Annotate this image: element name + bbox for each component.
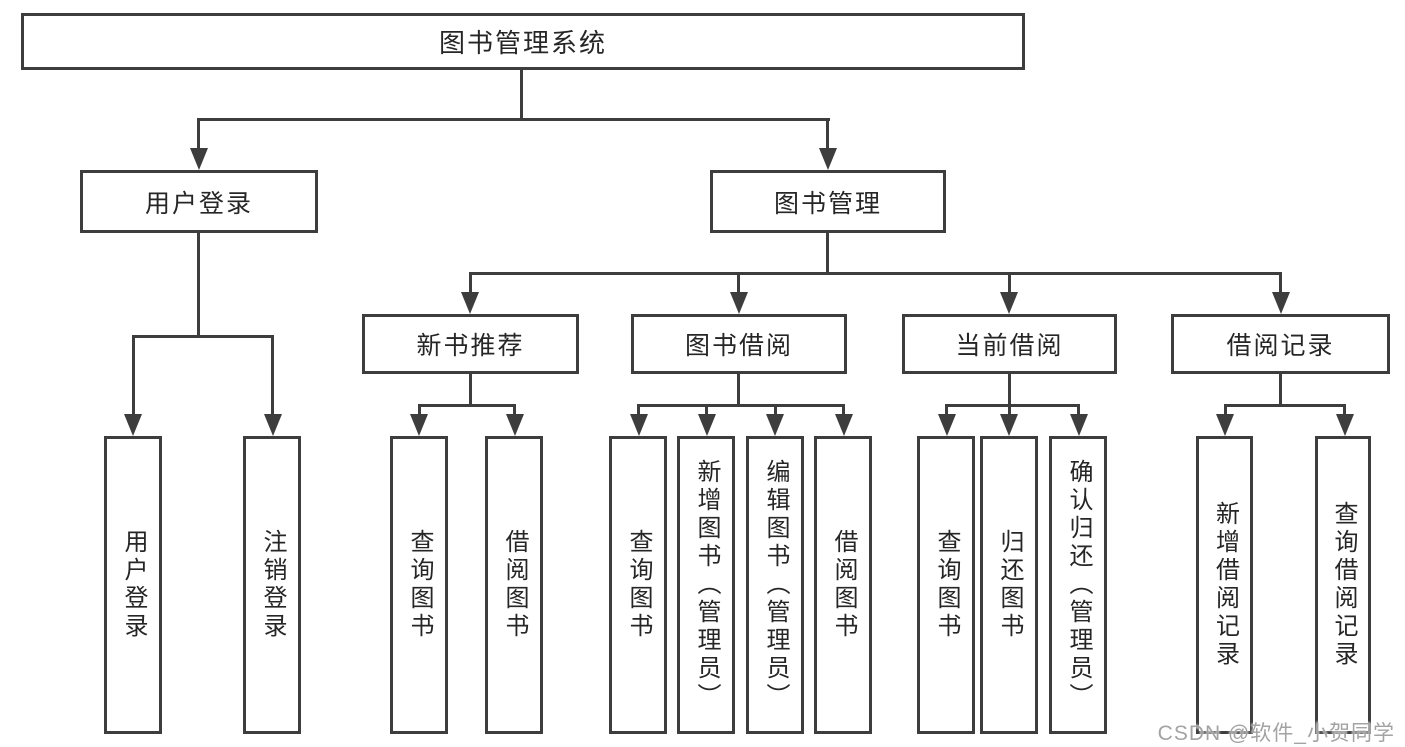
node-book-management-label: 图书管理	[773, 189, 882, 218]
connector-drop	[705, 404, 708, 418]
node-leaf-borrow-books-recommend: 借阅图书	[485, 436, 543, 734]
connector-rail	[1224, 404, 1346, 407]
node-leaf-return-books: 归还图书	[980, 436, 1038, 734]
arrow-down-icon	[766, 414, 784, 436]
connector-drop	[1077, 404, 1080, 418]
connector-stem	[1279, 373, 1282, 406]
node-new-book-recommend-label: 新书推荐	[416, 332, 525, 360]
node-new-book-recommend: 新书推荐	[362, 314, 579, 374]
arrow-down-icon	[1272, 292, 1290, 314]
leaf-label: 确认归还（管理员）	[1065, 459, 1092, 711]
watermark: CSDN @软件_小贺同学	[1157, 722, 1395, 745]
connector-rail	[418, 404, 516, 407]
leaf-label: 注销登录	[259, 529, 286, 641]
connector-drop	[1343, 404, 1346, 418]
arrow-down-icon	[819, 148, 837, 170]
leaf-label: 用户登录	[120, 529, 147, 641]
node-root: 图书管理系统	[21, 13, 1025, 70]
arrow-down-icon	[1336, 414, 1354, 436]
arrow-down-icon	[1000, 292, 1018, 314]
node-leaf-confirm-return-admin: 确认归还（管理员）	[1049, 436, 1107, 734]
arrow-down-icon	[835, 414, 853, 436]
connector-drop	[132, 335, 135, 418]
leaf-label: 借阅图书	[501, 529, 528, 641]
connector-drop	[197, 118, 200, 152]
connector-drop	[1008, 272, 1011, 294]
arrow-down-icon	[190, 148, 208, 170]
leaf-label: 新增借阅记录	[1211, 501, 1239, 669]
node-book-management: 图书管理	[710, 170, 946, 233]
node-borrow-records: 借阅记录	[1171, 314, 1390, 374]
leaf-label: 查询借阅记录	[1330, 501, 1357, 669]
node-leaf-add-books-admin: 新增图书（管理员）	[677, 436, 735, 734]
node-user-login: 用户登录	[80, 170, 318, 233]
connector-drop	[737, 272, 740, 294]
node-current-borrow: 当前借阅	[902, 314, 1117, 374]
node-leaf-query-books-recommend: 查询图书	[390, 436, 448, 734]
leaf-label: 查询图书	[406, 529, 433, 641]
node-leaf-user-login: 用户登录	[104, 436, 162, 734]
arrow-down-icon	[730, 292, 748, 314]
arrow-down-icon	[1070, 414, 1088, 436]
connector-drop	[418, 404, 421, 418]
node-borrow-records-label: 借阅记录	[1226, 332, 1335, 360]
node-leaf-edit-books-admin: 编辑图书（管理员）	[746, 436, 804, 734]
arrow-down-icon	[1216, 414, 1234, 436]
connector-drop	[945, 404, 948, 418]
connector-root-stem	[520, 69, 523, 119]
leaf-label: 归还图书	[996, 529, 1023, 641]
connector-l3-rail	[469, 272, 1282, 275]
connector-drop	[842, 404, 845, 418]
arrow-down-icon	[506, 414, 524, 436]
node-leaf-logout: 注销登录	[243, 436, 301, 734]
leaf-label: 查询图书	[625, 529, 652, 641]
connector-drop	[469, 272, 472, 294]
node-root-label: 图书管理系统	[438, 28, 607, 58]
arrow-down-icon	[698, 414, 716, 436]
arrow-down-icon	[124, 414, 142, 436]
arrow-down-icon	[938, 414, 956, 436]
connector-drop	[1279, 272, 1282, 294]
connector-drop	[1008, 404, 1011, 418]
node-leaf-query-books-borrow: 查询图书	[609, 436, 667, 734]
connector-drop	[513, 404, 516, 418]
connector-stem	[469, 373, 472, 406]
leaf-label: 编辑图书（管理员）	[762, 459, 789, 711]
node-leaf-query-borrow-record: 查询借阅记录	[1315, 436, 1371, 734]
arrow-down-icon	[461, 292, 479, 314]
arrow-down-icon	[630, 414, 648, 436]
node-leaf-borrow-books: 借阅图书	[814, 436, 872, 734]
leaf-label: 查询图书	[933, 529, 960, 641]
connector-rail	[637, 404, 845, 407]
connector-stem	[1008, 373, 1011, 406]
connector-rail	[945, 404, 1080, 407]
arrow-down-icon	[264, 414, 282, 436]
leaf-label: 借阅图书	[830, 529, 857, 641]
node-leaf-query-books-current: 查询图书	[917, 436, 975, 734]
connector-drop	[271, 335, 274, 418]
node-leaf-add-borrow-record: 新增借阅记录	[1196, 436, 1253, 734]
connector-l2-rail	[198, 118, 830, 121]
connector-rail	[132, 335, 274, 338]
connector-drop	[774, 404, 777, 418]
arrow-down-icon	[1000, 414, 1018, 436]
connector-user-login-stem	[197, 233, 200, 338]
leaf-label: 新增图书（管理员）	[693, 459, 720, 711]
node-current-borrow-label: 当前借阅	[955, 332, 1064, 360]
node-book-borrow-label: 图书借阅	[684, 332, 793, 360]
arrow-down-icon	[410, 414, 428, 436]
node-user-login-label: 用户登录	[144, 189, 253, 218]
node-book-borrow: 图书借阅	[631, 314, 847, 374]
connector-drop	[1224, 404, 1227, 418]
connector-drop	[637, 404, 640, 418]
connector-drop	[826, 118, 829, 152]
connector-stem	[737, 373, 740, 406]
connector-book-management-stem	[826, 233, 829, 274]
